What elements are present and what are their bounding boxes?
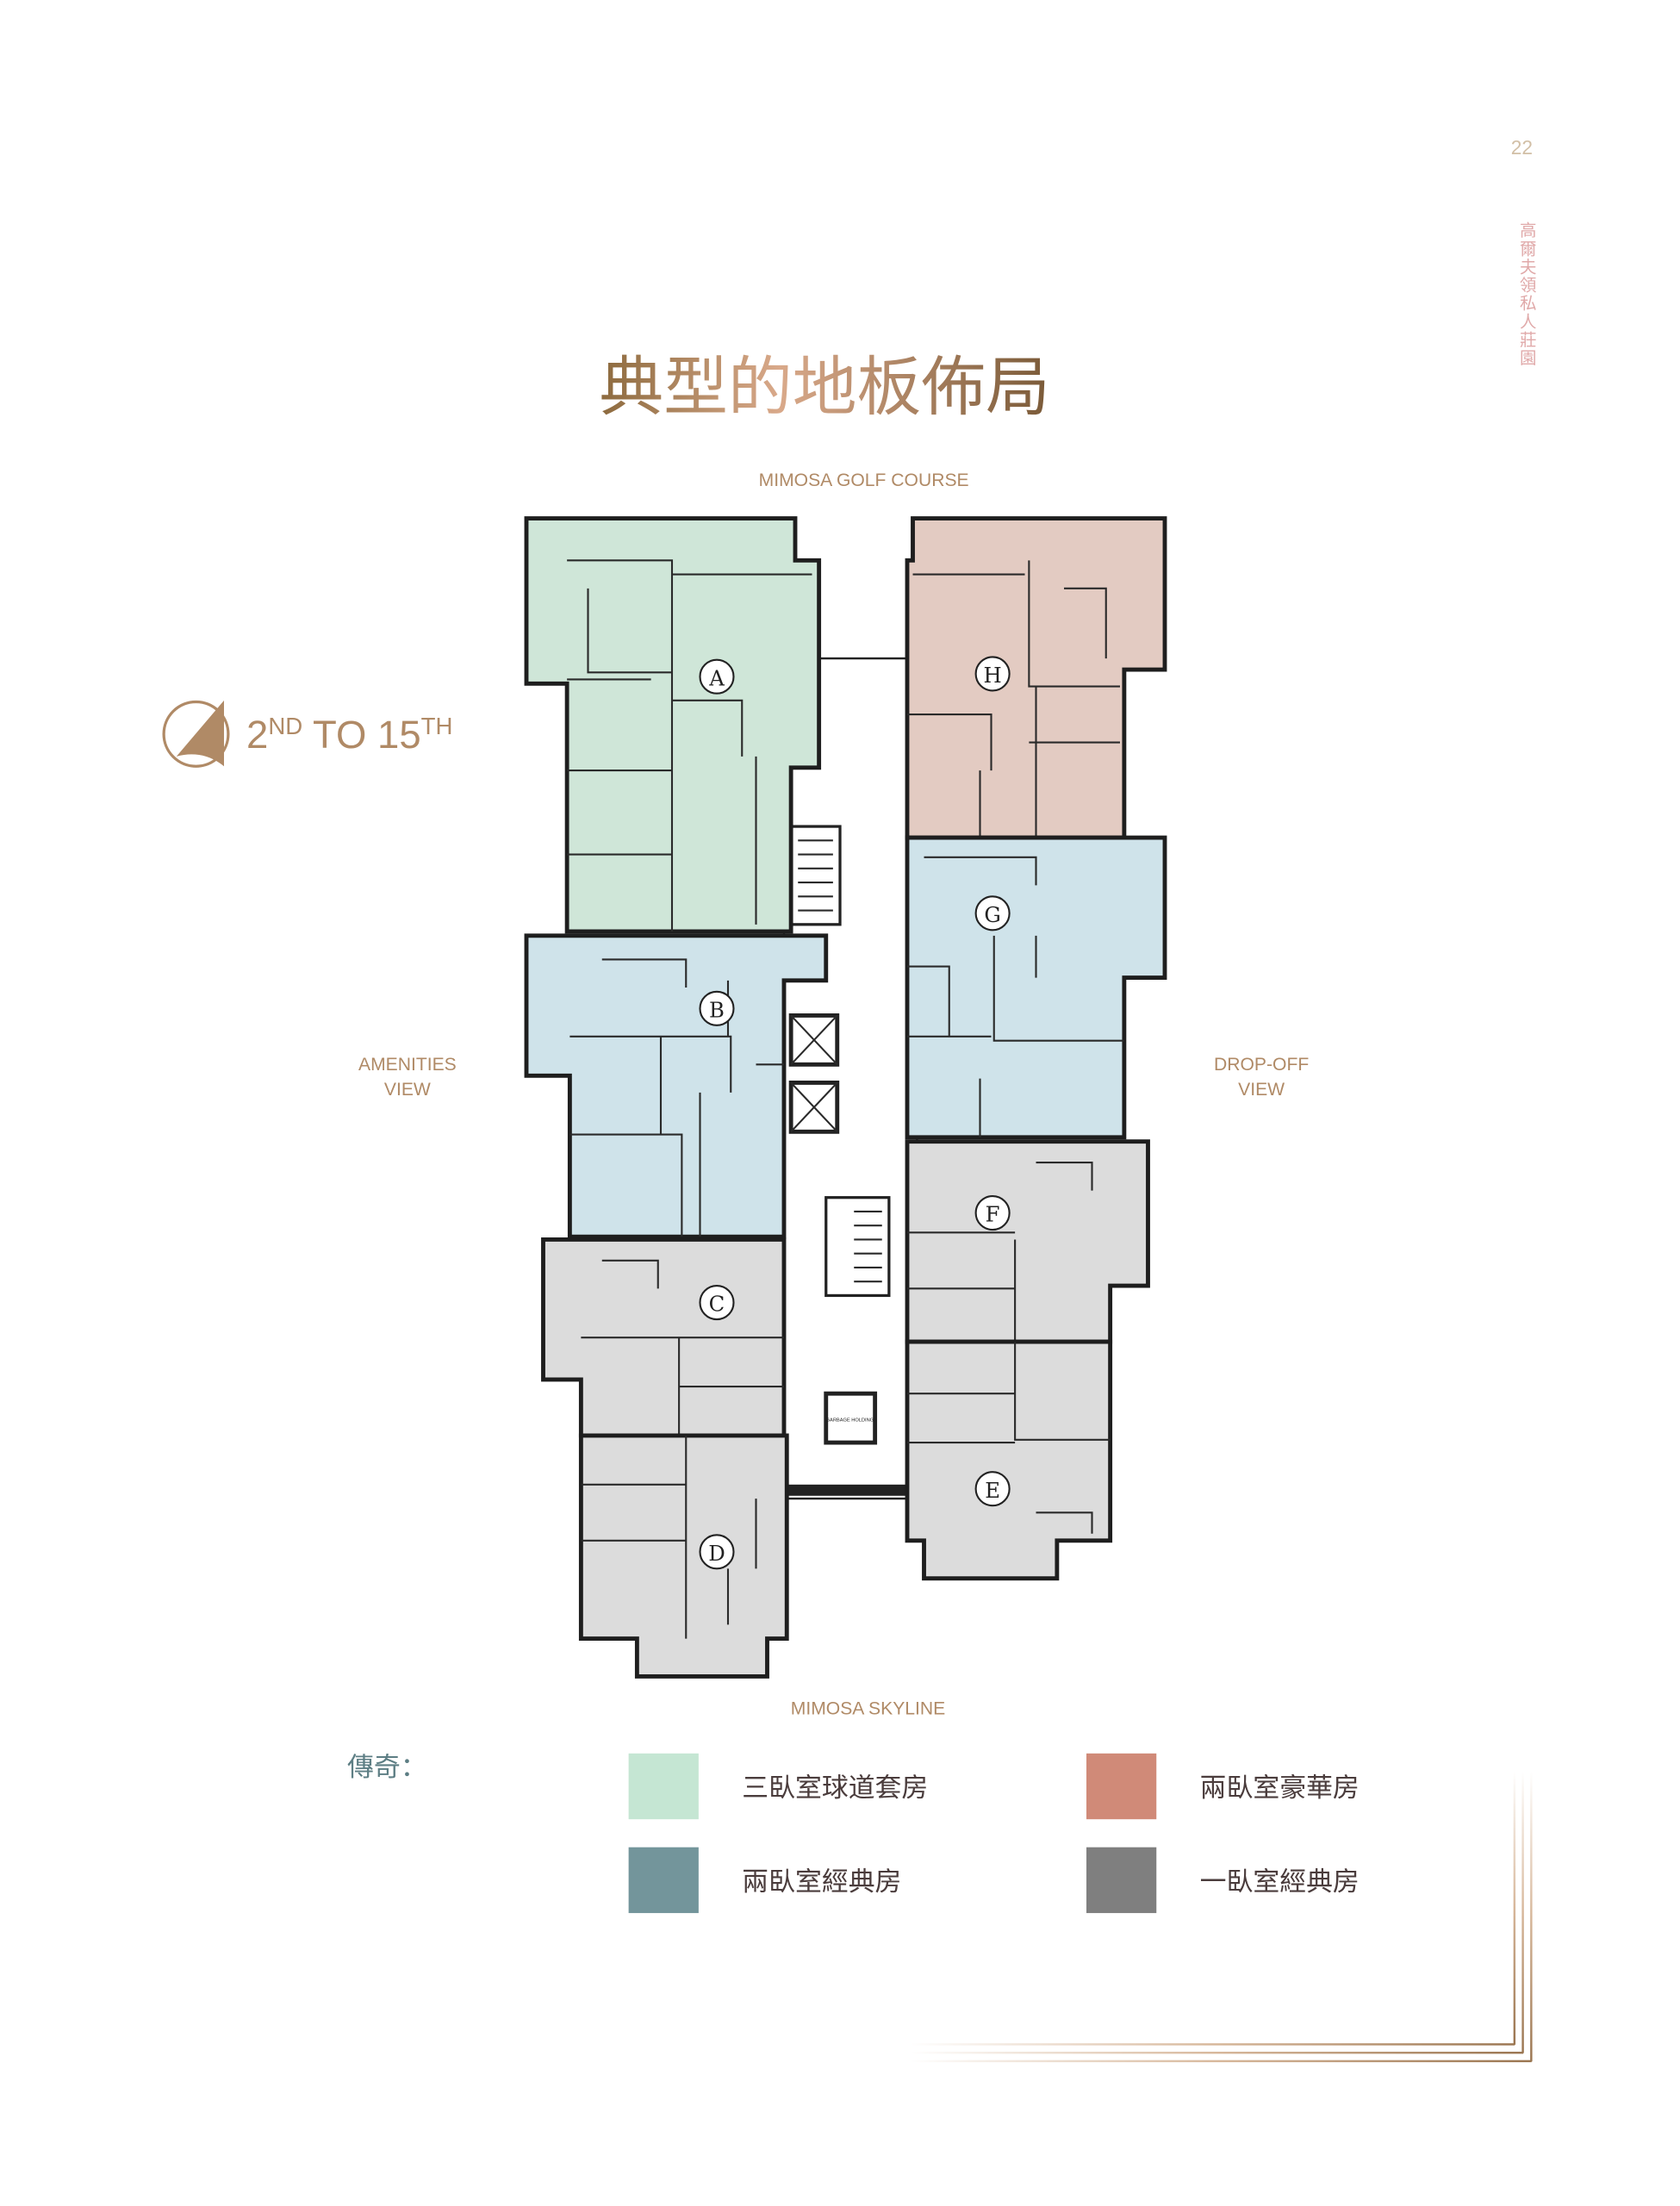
svg-text:F: F — [986, 1202, 1000, 1227]
orientation-bottom: MIMOSA SKYLINE — [791, 1698, 945, 1718]
orientation-right-1: DROP-OFF — [1214, 1055, 1309, 1075]
legend-label-two-bed-deluxe: 兩臥室豪華房 — [1200, 1773, 1360, 1803]
floor-range: 2ND TO 15TH — [246, 713, 452, 757]
decorative-corner-lines — [910, 1771, 1533, 2063]
svg-text:H: H — [984, 663, 1002, 688]
unit-e — [905, 1339, 1113, 1581]
stair-2 — [824, 1196, 891, 1298]
unit-label-h: H — [974, 656, 1011, 692]
unit-label-a: A — [699, 658, 735, 695]
floor-plan: GARBAGE HOLDING A B C D E F G H — [524, 516, 1167, 1679]
legend-swatch-one-bed-classic — [1086, 1847, 1157, 1914]
unit-label-f: F — [974, 1195, 1011, 1231]
core — [782, 657, 918, 1500]
unit-d — [578, 1433, 789, 1679]
orientation-top: MIMOSA GOLF COURSE — [759, 470, 969, 490]
svg-text:A: A — [708, 665, 725, 690]
unit-label-c: C — [699, 1285, 735, 1321]
unit-label-g: G — [974, 895, 1011, 932]
legend-swatch-three-bed — [628, 1753, 699, 1820]
svg-text:G: G — [984, 902, 1000, 927]
svg-text:C: C — [709, 1292, 725, 1317]
compass-icon — [162, 700, 230, 768]
legend-label-three-bed: 三臥室球道套房 — [742, 1773, 928, 1803]
legend-title: 傳奇： — [347, 1752, 427, 1782]
unit-label-d: D — [699, 1534, 735, 1570]
legend-swatch-two-bed-deluxe — [1086, 1753, 1157, 1820]
page-title: 典型的地板佈局 — [600, 351, 1050, 423]
svg-text:D: D — [708, 1541, 725, 1566]
unit-f — [905, 1139, 1150, 1344]
legend-label-two-bed-classic: 兩臥室經典房 — [742, 1866, 901, 1897]
svg-text:B: B — [709, 997, 725, 1022]
side-title: 高爾夫領私人莊園 — [1516, 221, 1536, 367]
page-number: 22 — [1511, 136, 1533, 159]
legend: 傳奇： 三臥室球道套房 兩臥室豪華房 兩臥室經典房 一臥室經典房 — [347, 1752, 1360, 1914]
orientation-right-2: VIEW — [1238, 1080, 1285, 1100]
garbage-room-label: GARBAGE HOLDING — [826, 1418, 874, 1424]
svg-text:E: E — [985, 1478, 1000, 1503]
unit-label-b: B — [699, 990, 735, 1026]
unit-g — [905, 835, 1167, 1140]
legend-swatch-two-bed-classic — [628, 1847, 699, 1914]
orientation-left-2: VIEW — [384, 1080, 431, 1100]
garbage-room — [824, 1391, 878, 1445]
orientation-left-1: AMENITIES — [358, 1055, 457, 1075]
unit-b — [524, 933, 829, 1239]
unit-label-e: E — [974, 1471, 1011, 1507]
legend-label-one-bed-classic: 一臥室經典房 — [1200, 1866, 1360, 1897]
